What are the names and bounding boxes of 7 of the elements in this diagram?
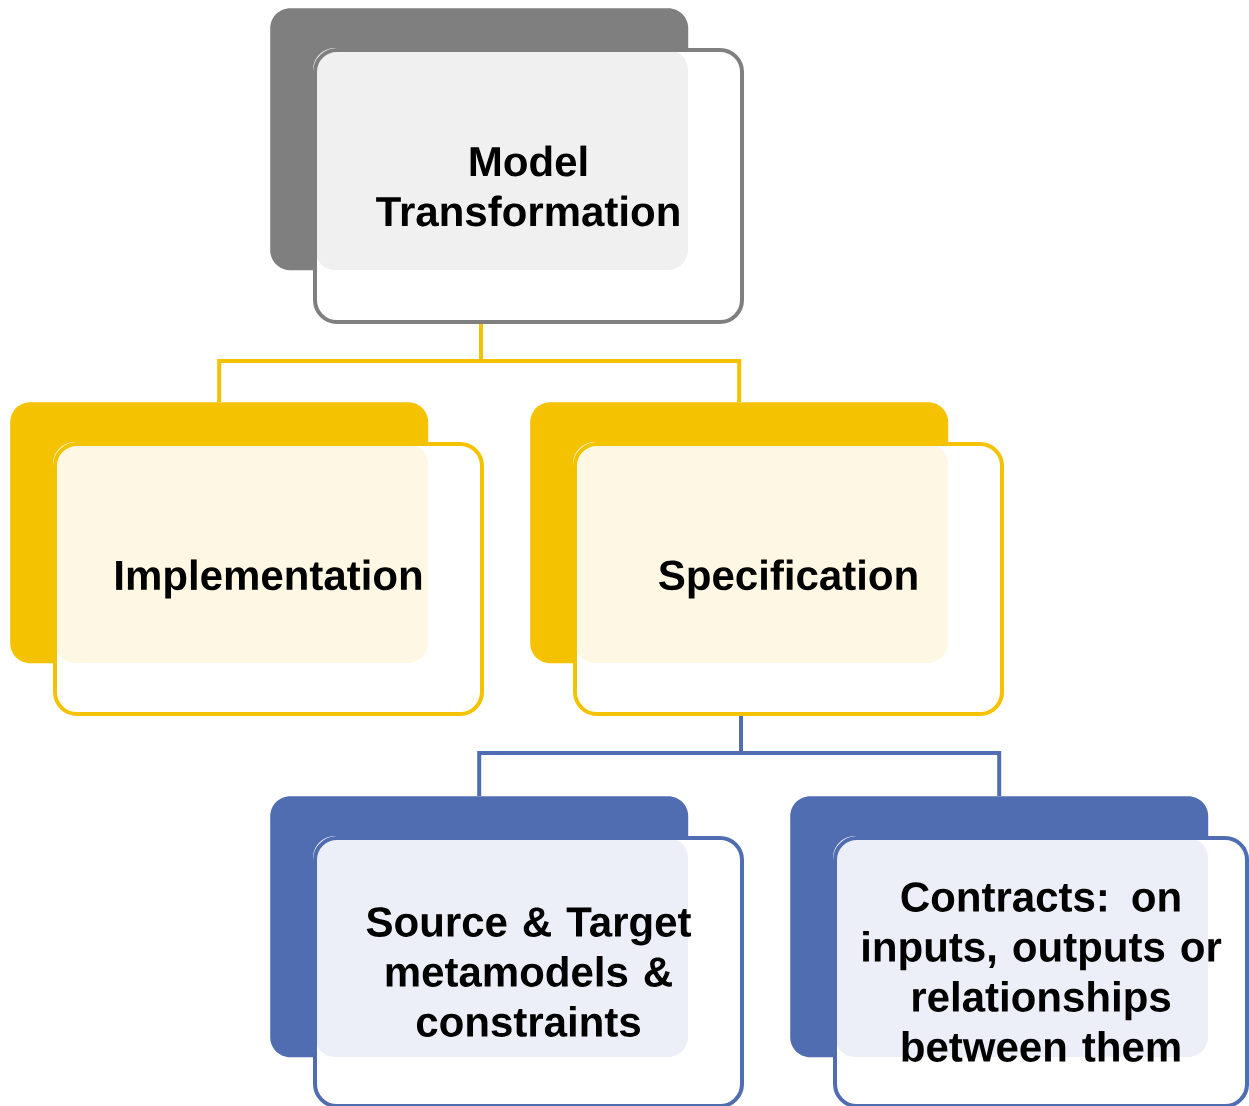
stacked-box: Implementation [10,402,484,716]
stacked-box: Contracts: on inputs, outputs or relationships between them [790,796,1249,1106]
stacked-box: Source & Target metamodels & constraints [270,796,744,1106]
stacked-box: Model Transformation [270,8,744,324]
stacked-box: Specification [530,402,1004,716]
connector-line [479,324,742,402]
connector-line [739,716,1002,796]
